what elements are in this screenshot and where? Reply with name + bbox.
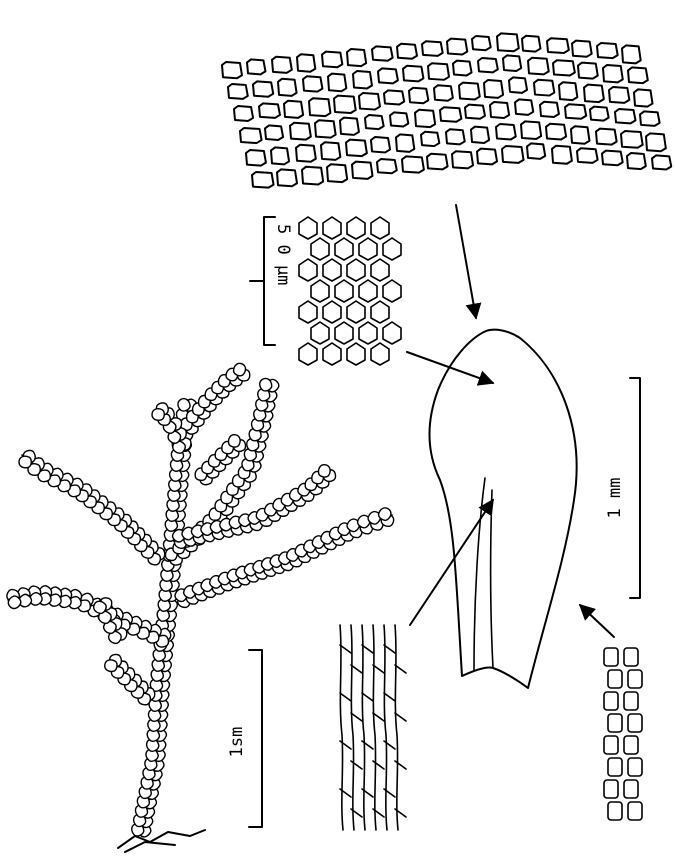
pointer-arrows — [407, 205, 614, 637]
arrow-to-margin — [580, 605, 614, 637]
scale-label-plant: 1sm — [227, 727, 247, 758]
scale-bar-plant: 1sm — [227, 650, 262, 827]
plant-habit — [5, 362, 395, 852]
arrow-to-midleaf — [407, 352, 493, 383]
cell-network-midleaf — [299, 217, 401, 365]
cell-network-basal — [340, 625, 406, 830]
scale-bar-cells: 5 0 μm — [250, 217, 293, 345]
scale-bar-leaf: 1 mm — [605, 378, 640, 598]
scale-label-leaf: 1 mm — [605, 478, 625, 519]
cell-network-top — [222, 33, 671, 187]
leaf-outline — [430, 330, 577, 688]
arrow-to-base — [410, 500, 493, 625]
scale-label-cells: 5 0 μm — [273, 224, 293, 285]
arrow-to-apex — [456, 205, 476, 318]
cell-network-margin — [604, 648, 642, 820]
